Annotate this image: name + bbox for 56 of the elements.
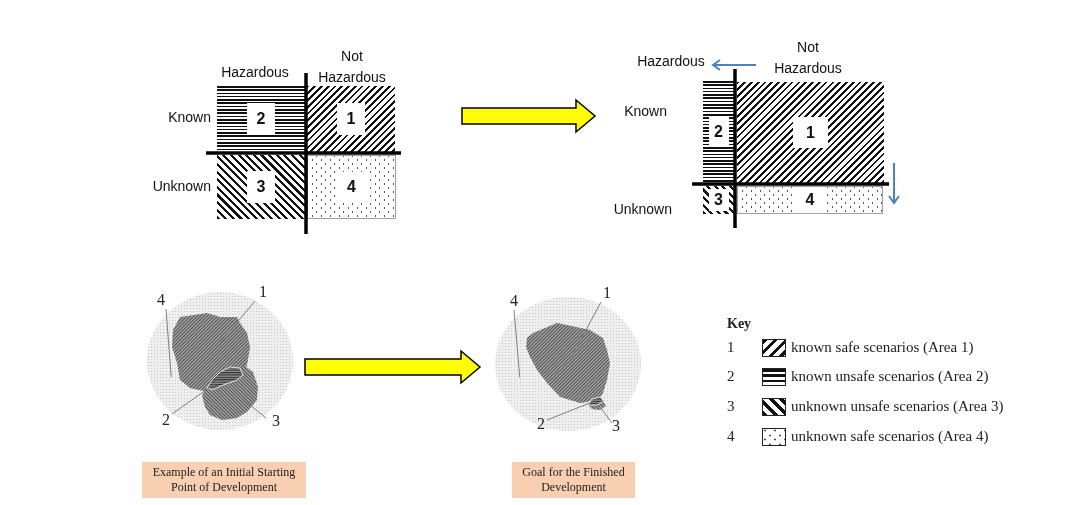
scenario-circle [495, 297, 641, 431]
axis-label: Hazardous [220, 63, 290, 82]
block-arrow [461, 98, 597, 134]
key-number: 2 [727, 367, 735, 385]
quadrant-number: 1 [793, 117, 828, 148]
legend-text: unknown unsafe scenarios (Area 3) [791, 397, 1004, 415]
key-number: 3 [727, 397, 735, 415]
leader-line [219, 300, 256, 343]
callout-number: 1 [259, 284, 267, 300]
dotted-quadrant [737, 186, 883, 214]
key-number: 1 [727, 338, 735, 356]
axis-label: Unknown [612, 199, 672, 219]
caption-box: Goal for the Finished Development [512, 462, 635, 498]
callout-number: 2 [162, 412, 170, 428]
legend-title: Key [727, 315, 752, 333]
axis-label: Not Hazardous [317, 46, 387, 87]
hatched-region [207, 367, 243, 390]
hatched-quadrant [217, 155, 305, 219]
callout-number: 3 [612, 418, 620, 434]
axis-label: Not Hazardous [773, 38, 843, 78]
axis-label: Hazardous [636, 51, 706, 71]
hatched-quadrant [737, 82, 884, 183]
callout-number: 3 [272, 413, 280, 429]
hatched-region [526, 323, 610, 403]
caption-box: Example of an Initial Starting Point of Development [142, 462, 306, 498]
leader-line [165, 308, 172, 378]
leader-line [513, 309, 521, 378]
quadrant-number: 3 [247, 171, 275, 203]
legend-text: unknown safe scenarios (Area 4) [791, 427, 989, 445]
striped-quadrant [217, 86, 305, 152]
callout-number: 2 [537, 416, 545, 432]
block-arrow [304, 349, 482, 385]
callout-number: 4 [157, 292, 165, 308]
quadrant-number: 2 [247, 103, 275, 135]
leader-line [171, 379, 221, 415]
callout-number: 1 [603, 285, 611, 301]
legend-text: known unsafe scenarios (Area 2) [791, 367, 989, 385]
leader-line [599, 406, 613, 424]
axis-label: Unknown [151, 176, 211, 196]
leader-line [572, 301, 602, 355]
quadrant-number: 4 [796, 187, 824, 213]
leader-line [546, 401, 594, 421]
axis-label: Known [167, 108, 211, 127]
dotted-quadrant [307, 155, 396, 219]
callout-number: 4 [510, 293, 518, 309]
leader-line [239, 396, 267, 419]
axis-label: Known [623, 101, 667, 121]
key-number: 4 [727, 427, 735, 445]
quadrant-number: 4 [336, 172, 367, 202]
hatched-quadrant [703, 186, 734, 214]
legend-text: known safe scenarios (Area 1) [791, 338, 974, 356]
striped-quadrant [703, 81, 734, 183]
quadrant-number: 2 [708, 117, 729, 147]
quadrant-number: 3 [708, 189, 729, 211]
hatched-quadrant [307, 86, 395, 152]
quadrant-number: 1 [337, 103, 365, 135]
